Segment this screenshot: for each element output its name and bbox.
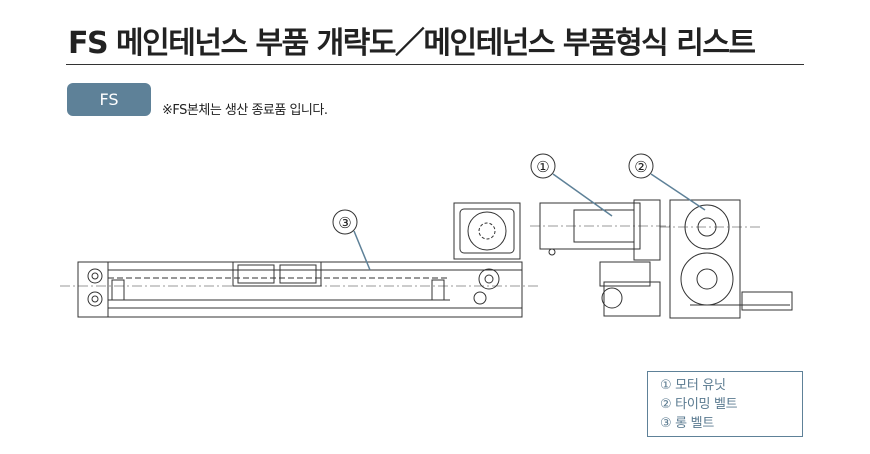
svg-text:②: ② — [634, 158, 647, 176]
model-badge: FS — [67, 83, 151, 116]
svg-text:①: ① — [536, 158, 549, 176]
legend-item-motor-unit: ① 모터 유닛 — [660, 378, 726, 393]
title-divider — [66, 64, 804, 65]
callout-2: ② — [628, 153, 706, 211]
parts-legend: ① 모터 유닛 ② 타이밍 벨트 ③ 롱 벨트 — [647, 371, 803, 437]
legend-item-long-belt: ③ 롱 벨트 — [660, 416, 714, 431]
page-title: FS 메인테넌스 부품 개략도／메인테넌스 부품형식 리스트 — [68, 26, 756, 61]
motor-unit-drawing — [530, 199, 670, 317]
callout-1: ① — [530, 153, 613, 217]
callout-3: ③ — [332, 209, 371, 271]
pulley-end-view-drawing — [660, 199, 793, 319]
actuator-body-drawing — [60, 202, 540, 318]
svg-text:③: ③ — [338, 214, 351, 232]
legend-item-timing-belt: ② 타이밍 벨트 — [660, 397, 738, 412]
discontinued-note: ※FS본체는 생산 종료품 입니다. — [162, 103, 328, 118]
